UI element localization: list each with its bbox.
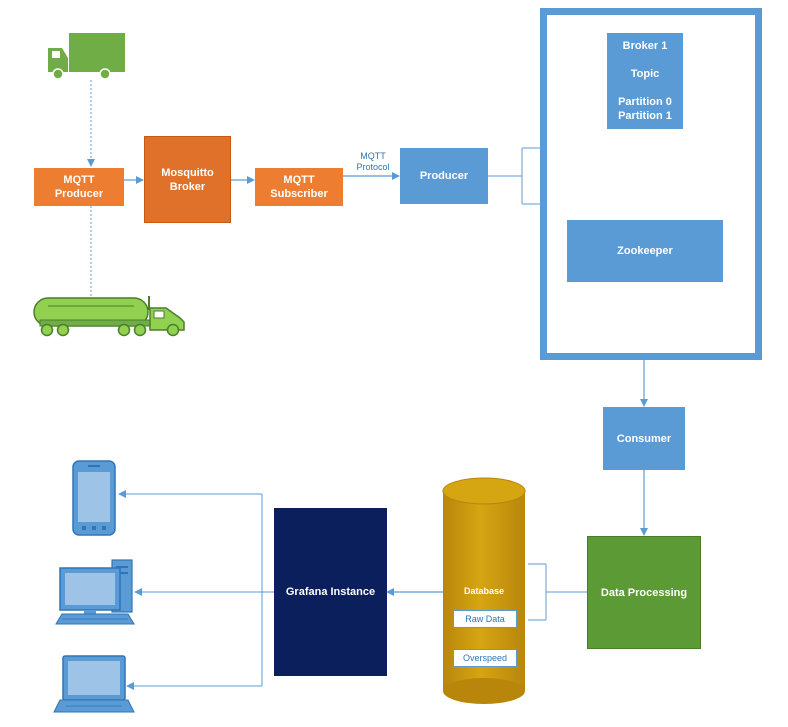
- consumer-box: Consumer: [603, 407, 685, 470]
- mqtt-protocol-label: MQTT Protocol: [356, 151, 390, 172]
- data-processing-label: Data Processing: [600, 586, 688, 599]
- producer-label: Producer: [419, 170, 469, 182]
- mqtt-subscriber-label: MQTT Subscriber: [270, 174, 328, 200]
- grafana-to-devices-connector: [261, 494, 274, 686]
- data-processing-box: Data Processing: [587, 536, 701, 649]
- desktop-computer-icon: [55, 559, 135, 625]
- broker-topic: Topic: [630, 68, 660, 80]
- mosquitto-broker-label: Mosquitto Broker: [161, 166, 214, 193]
- mqtt-producer-label: MQTT Producer: [54, 174, 104, 200]
- broker-partition-1: Partition 1: [618, 110, 672, 122]
- mqtt-subscriber-box: MQTT Subscriber: [255, 168, 343, 206]
- database-title: Database: [463, 586, 505, 596]
- mqtt-producer-box: MQTT Producer: [34, 168, 124, 206]
- grafana-instance-box: Grafana Instance: [274, 508, 387, 676]
- smartphone-icon: [72, 460, 116, 536]
- processing-database-bracket: [528, 563, 587, 621]
- zookeeper-label: Zookeeper: [617, 245, 673, 257]
- producer-box: Producer: [400, 148, 488, 204]
- consumer-label: Consumer: [616, 432, 672, 445]
- producer-cluster-bracket: [488, 147, 540, 205]
- grafana-instance-label: Grafana Instance: [285, 586, 376, 598]
- tanker-truck-icon: [33, 296, 185, 337]
- laptop-icon: [53, 655, 135, 713]
- zookeeper-box: Zookeeper: [567, 220, 723, 282]
- broker-partition-0: Partition 0: [618, 96, 672, 108]
- database-raw-data: Raw Data: [453, 610, 517, 628]
- broker-box: Broker 1 Topic Partition 0 Partition 1: [607, 33, 683, 129]
- database-overspeed: Overspeed: [453, 649, 517, 667]
- box-truck-icon: [48, 33, 125, 80]
- broker-title: Broker 1: [622, 40, 668, 52]
- mosquitto-broker-box: Mosquitto Broker: [144, 136, 231, 223]
